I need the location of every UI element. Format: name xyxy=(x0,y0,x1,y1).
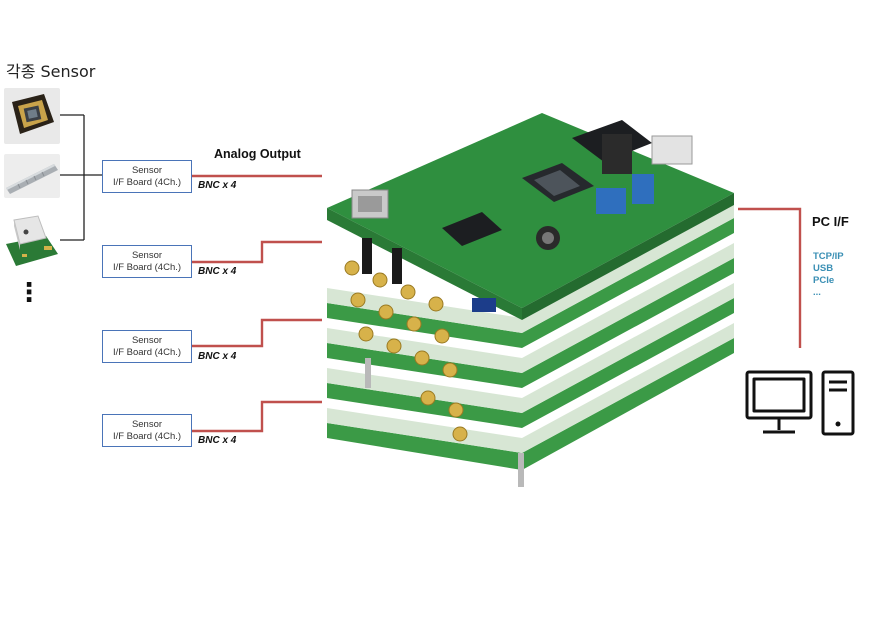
pcb-layers xyxy=(327,113,734,470)
camera-sensor-icon xyxy=(4,88,60,144)
standoffs xyxy=(365,358,524,487)
if-board-box-1: Sensor I/F Board (4Ch.) xyxy=(102,160,192,193)
if-board-box-4: Sensor I/F Board (4Ch.) xyxy=(102,414,192,447)
if-board-line2: I/F Board (4Ch.) xyxy=(112,261,182,273)
desktop-computer-icon xyxy=(745,370,855,436)
if-board-line1: Sensor xyxy=(131,335,163,346)
pc-interface-item: TCP/IP xyxy=(813,251,844,262)
more-sensors-ellipsis: ⋮ xyxy=(16,278,42,308)
bnc-label-2: BNC x 4 xyxy=(198,266,237,277)
if-board-line2: I/F Board (4Ch.) xyxy=(112,430,182,442)
pc-interface-title: PC I/F xyxy=(812,214,849,229)
if-board-line2: I/F Board (4Ch.) xyxy=(112,346,182,358)
bnc-connectors xyxy=(344,260,468,442)
bnc-label-3: BNC x 4 xyxy=(198,351,237,362)
if-board-line1: Sensor xyxy=(131,250,163,261)
sensor-group-title: 각종 Sensor xyxy=(6,62,96,81)
pc-interface-item: ... xyxy=(813,287,821,298)
pc-cable xyxy=(738,207,802,348)
stacked-pcb-board-icon xyxy=(327,113,734,487)
pc-interface-item: USB xyxy=(813,263,834,274)
if-board-line1: Sensor xyxy=(131,165,163,176)
if-board-line1: Sensor xyxy=(131,419,163,430)
if-board-line2: I/F Board (4Ch.) xyxy=(112,176,182,188)
cable-2 xyxy=(192,240,322,264)
if-board-box-2: Sensor I/F Board (4Ch.) xyxy=(102,245,192,278)
pc-interface-list: TCP/IP USB PCIe ... xyxy=(813,251,844,299)
cable-3 xyxy=(192,318,322,348)
sensor-bracket xyxy=(60,114,102,241)
cable-4 xyxy=(192,400,322,433)
analog-output-label: Analog Output xyxy=(214,147,301,161)
bnc-label-4: BNC x 4 xyxy=(198,435,237,446)
rod-sensor-icon xyxy=(4,154,60,198)
bnc-label-1: BNC x 4 xyxy=(198,180,237,191)
board-components xyxy=(351,120,693,312)
pc-interface-item: PCIe xyxy=(813,275,835,286)
chip-sensor-icon xyxy=(4,210,60,268)
if-board-box-3: Sensor I/F Board (4Ch.) xyxy=(102,330,192,363)
